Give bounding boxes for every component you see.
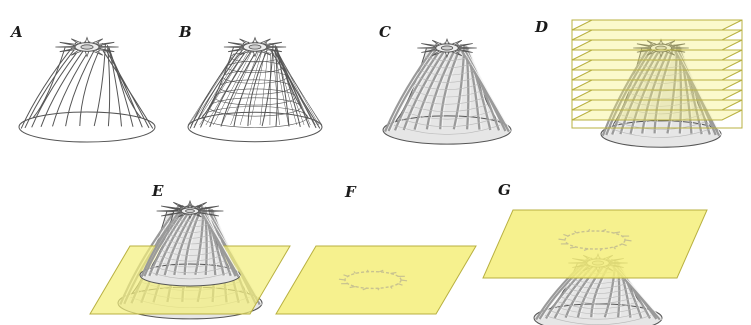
slice-plane	[572, 60, 742, 70]
impeller-body	[19, 38, 155, 142]
hub-blade-tip	[264, 46, 286, 47]
panel-e	[90, 201, 290, 319]
panel-g	[483, 210, 707, 325]
slice-plane	[572, 20, 742, 30]
hub-bore	[249, 45, 261, 49]
panel-d	[572, 20, 742, 147]
hub-bore	[186, 209, 195, 212]
impeller-body	[383, 39, 511, 144]
impeller-base	[19, 112, 155, 142]
hub-blade-tip	[224, 46, 246, 47]
slice-blade	[339, 279, 345, 280]
raised-plane	[483, 210, 707, 278]
panel-a	[19, 38, 155, 142]
slice-plane	[572, 70, 742, 80]
slice-plane	[572, 80, 742, 90]
impeller-base	[383, 116, 511, 144]
slice-plane	[572, 110, 742, 120]
impeller-body	[188, 38, 322, 142]
hub-blade-tip	[167, 211, 183, 212]
hub-blade-tip	[97, 46, 119, 47]
slice-blade	[401, 280, 407, 281]
impeller-base	[601, 121, 721, 147]
hub-blade-tip	[417, 47, 438, 48]
panel-c	[383, 39, 511, 144]
slice-plane	[572, 90, 742, 100]
slice-plane	[572, 30, 742, 40]
panel-b	[188, 38, 322, 142]
hub-bore	[441, 46, 452, 50]
hub-blade-tip	[55, 46, 77, 47]
hub-bore	[81, 45, 93, 49]
hub-blade-tip	[197, 211, 213, 212]
slice-plane	[572, 100, 742, 110]
cutting-plane	[276, 246, 476, 314]
slice-plane	[572, 40, 742, 50]
panel-f	[276, 246, 476, 314]
slice-plane	[572, 50, 742, 60]
impeller-base	[188, 112, 322, 141]
hub-blade-tip	[456, 47, 477, 48]
